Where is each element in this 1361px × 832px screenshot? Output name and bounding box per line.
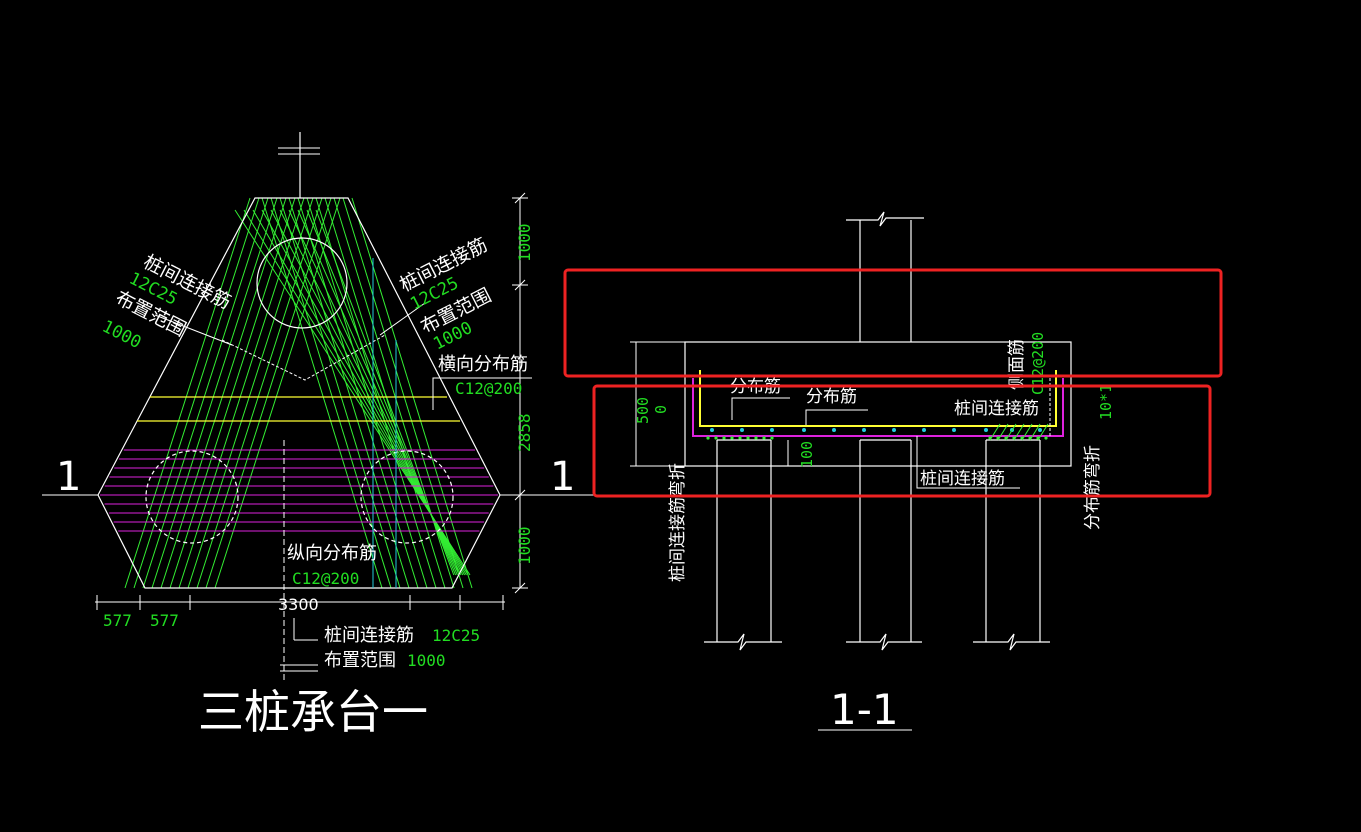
rebar-dot-small xyxy=(714,436,718,440)
plan-longitudinal-bar-spec: C12@200 xyxy=(292,569,359,588)
rebar-band-right-line xyxy=(279,197,401,589)
section-connect-bar-top-label: 桩间连接筋 xyxy=(954,399,1039,419)
rebar-dot-small xyxy=(730,436,734,440)
rebar-dot-small xyxy=(706,436,710,440)
plan-bottom-note-range-label: 布置范围 xyxy=(324,650,396,671)
section-piles xyxy=(704,439,1050,651)
rebar-dot xyxy=(710,428,714,432)
rebar-dot xyxy=(770,428,774,432)
rebar-dot xyxy=(892,428,896,432)
section-height-dim-value: 500 xyxy=(634,397,652,424)
plan-transverse-bar-name: 横向分布筋 xyxy=(438,354,528,375)
rebar-band-left-line xyxy=(178,197,305,589)
leader-left xyxy=(154,314,233,346)
rebar-band-right-line xyxy=(288,197,410,589)
plan-title: 三桩承台一 xyxy=(198,685,428,739)
pile-connection-rebar-bands xyxy=(124,197,473,589)
section-mark: 1 xyxy=(550,454,575,500)
plan-transverse-bar-spec: C12@200 xyxy=(455,379,522,398)
column-stub xyxy=(846,211,924,342)
rebar-dot-small xyxy=(722,436,726,440)
plan-bottom-note-name: 桩间连接筋 xyxy=(324,625,414,646)
dist-bar-1-leader xyxy=(731,397,790,420)
rebar-band-left-line xyxy=(205,197,332,589)
pile-circle-left xyxy=(145,450,239,544)
section-left-bend-label: 桩间连接筋弯折 xyxy=(668,463,688,582)
dim-horizontal-total: 3300 xyxy=(278,595,319,614)
plan-longitudinal-bar-name: 纵向分布筋 xyxy=(287,543,377,564)
section-side-bar-spec: C12@200 xyxy=(1029,332,1047,395)
rebar-dot-small xyxy=(770,436,774,440)
horizontal-dimension xyxy=(95,595,505,610)
rebar-dot xyxy=(862,428,866,432)
rebar-dot xyxy=(922,428,926,432)
rebar-band-cross-line xyxy=(315,209,455,576)
vertical-dimension xyxy=(512,192,528,594)
rebar-dot xyxy=(832,428,836,432)
dim-vertical-mid: 2858 xyxy=(515,413,534,452)
section-right-dim: 10*1 xyxy=(1097,384,1115,420)
rebar-band-right-line xyxy=(297,197,419,589)
dim-vertical-bottom: 1000 xyxy=(515,526,534,565)
rebar-band-left-line xyxy=(133,197,260,589)
rebar-dot-small xyxy=(746,436,750,440)
rebar-band-left-line xyxy=(142,197,269,589)
section-side-bar-label: 侧面筋 xyxy=(1007,339,1027,390)
leader-right xyxy=(379,302,426,336)
connection-bar-v-line xyxy=(221,334,386,381)
rebar-band-right-line xyxy=(342,197,464,589)
longitudinal-distribution-rebar xyxy=(100,449,498,532)
rebar-band-left-line xyxy=(160,197,287,589)
dim-horizontal-1: 577 xyxy=(103,611,132,630)
rebar-band-left-line xyxy=(187,197,314,589)
rebar-band-left-line xyxy=(196,197,323,589)
rebar-band-left-line xyxy=(169,197,296,589)
plan-bottom-note-spec: 12C25 xyxy=(432,626,480,645)
rebar-dot-small xyxy=(754,436,758,440)
section-cap-outline xyxy=(684,341,1072,467)
rebar-dot xyxy=(1038,428,1042,432)
transverse-leader xyxy=(432,377,532,410)
rebar-band-right-line xyxy=(261,197,383,589)
section-embed-dim-value: 100 xyxy=(798,441,816,468)
section-magenta-rebar xyxy=(692,378,1064,437)
pile-circle-top xyxy=(256,237,348,329)
plan-bottom-note-range: 1000 xyxy=(407,651,446,670)
section-view: 分布筋 分布筋 桩间连接筋 桩间连接筋 侧面筋 C12@200 10*1 分布筋… xyxy=(538,211,1223,734)
rebar-dot-small xyxy=(762,436,766,440)
rebar-dot xyxy=(952,428,956,432)
rebar-band-left-line xyxy=(124,197,251,589)
pile-circle-right xyxy=(360,450,454,544)
rebar-dot xyxy=(740,428,744,432)
highlight-box-lower xyxy=(592,384,1212,498)
section-connect-bar-bottom-label: 桩间连接筋 xyxy=(920,469,1005,489)
section-cover-dim-value: 0 xyxy=(652,405,670,414)
section-yellow-rebar xyxy=(699,370,1057,427)
section-hatch xyxy=(989,423,1049,441)
rebar-dot xyxy=(802,428,806,432)
rebar-band-left-line xyxy=(214,197,341,589)
rebar-dot-small xyxy=(738,436,742,440)
connect-bar-bottom-leader xyxy=(916,436,1020,489)
highlight-box-upper xyxy=(563,268,1223,378)
rebar-dot xyxy=(984,428,988,432)
dist-bar-2-leader xyxy=(805,409,868,425)
section-title: 1-1 xyxy=(830,685,899,734)
section-height-dim xyxy=(630,341,789,467)
dim-vertical-top: 1000 xyxy=(515,223,534,262)
rebar-band-right-line xyxy=(351,197,473,589)
plan-section-mark: 1 xyxy=(56,454,81,500)
rebar-band-left-line xyxy=(151,197,278,589)
section-right-bend-label: 分布筋弯折 xyxy=(1083,445,1103,530)
dim-horizontal-2: 577 xyxy=(150,611,179,630)
section-dist-bar-2-label: 分布筋 xyxy=(806,387,857,407)
rebar-dot-small xyxy=(1044,436,1048,440)
